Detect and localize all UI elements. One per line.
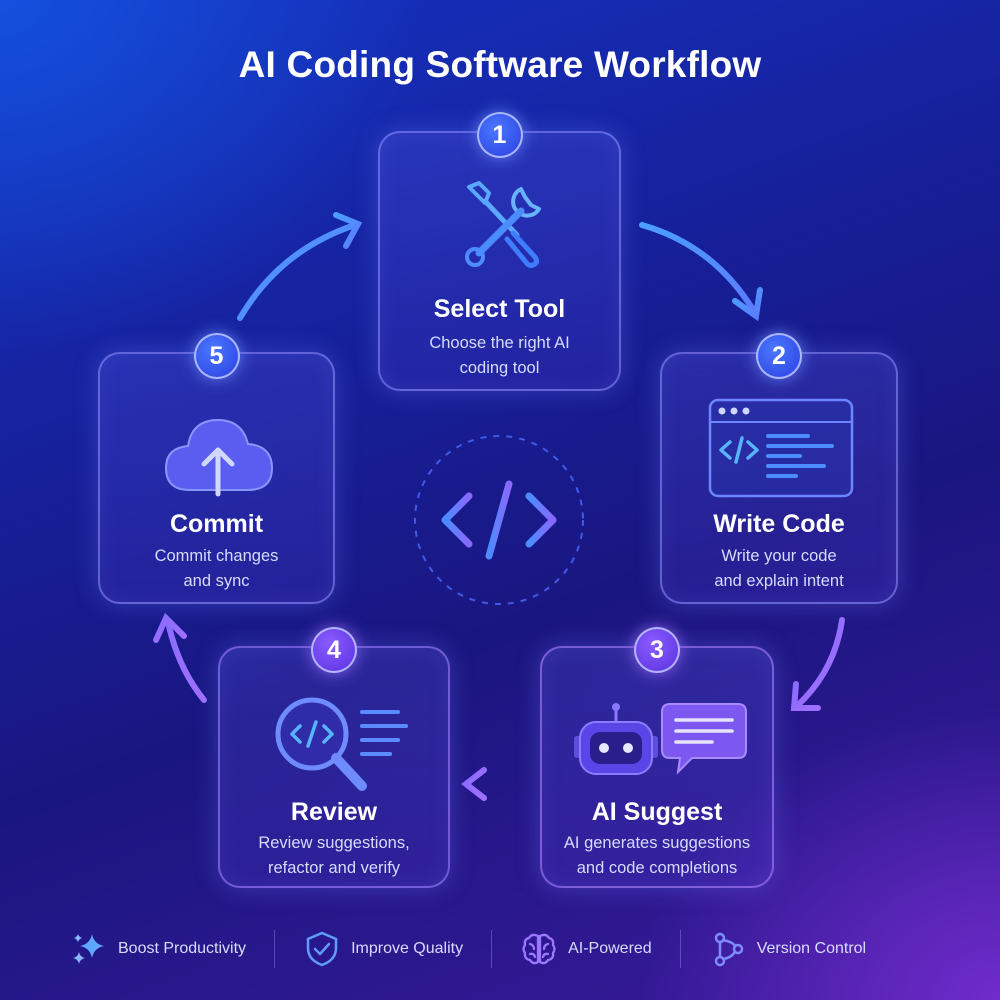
code-brackets-icon bbox=[414, 435, 584, 605]
divider bbox=[274, 930, 276, 968]
step-description-line-1: Commit changes bbox=[154, 547, 279, 565]
step-description-line-1: Write your code bbox=[721, 547, 837, 565]
step-description-line-1: Choose the right AI bbox=[429, 334, 570, 352]
arrow-5-to-1 bbox=[237, 212, 363, 321]
arrow-3-to-4 bbox=[461, 767, 531, 801]
step-number-badge: 2 bbox=[756, 333, 802, 379]
step-description-line-1: Review suggestions, bbox=[258, 834, 410, 852]
feature-label: Boost Productivity bbox=[118, 940, 247, 957]
step-card-commit[interactable]: 5 Commit Commit changes and sync bbox=[98, 333, 335, 604]
step-number-badge: 1 bbox=[476, 112, 523, 158]
step-description-line-2: and code completions bbox=[576, 859, 738, 877]
feature-improve-quality: Improve Quality bbox=[303, 922, 463, 976]
sparkles-icon bbox=[73, 934, 104, 964]
step-description-line-2: and sync bbox=[183, 572, 250, 590]
step-number-badge: 3 bbox=[634, 627, 680, 673]
cloud-upload-icon bbox=[164, 418, 274, 497]
feature-label: Version Control bbox=[756, 940, 867, 957]
step-description-line-2: refactor and verify bbox=[267, 859, 401, 877]
git-branch-icon bbox=[714, 932, 743, 967]
step-description-line-2: and explain intent bbox=[714, 572, 844, 590]
step-description-line-1: AI generates suggestions bbox=[563, 834, 751, 852]
step-card-review[interactable]: 4 Review Review suggestions, refactor an… bbox=[218, 627, 450, 888]
step-description-line-2: coding tool bbox=[459, 359, 540, 377]
step-card-select-tool[interactable]: 1 Select Tool Choose the right AI coding… bbox=[378, 112, 621, 391]
tools-icon bbox=[465, 181, 541, 268]
feature-label: Improve Quality bbox=[351, 940, 464, 957]
robot-chat-icon bbox=[574, 703, 747, 775]
arrow-2-to-3 bbox=[790, 617, 845, 711]
brain-icon bbox=[522, 933, 556, 965]
divider bbox=[491, 930, 493, 968]
step-number-badge: 4 bbox=[311, 627, 357, 673]
arrow-4-to-5 bbox=[153, 612, 207, 703]
step-title: Write Code bbox=[713, 510, 845, 538]
arrow-1-to-2 bbox=[639, 222, 763, 322]
step-card-ai-suggest[interactable]: 3 AI Suggest AI generates suggestions an… bbox=[540, 627, 774, 888]
page-title: AI Coding Software Workflow bbox=[238, 44, 762, 85]
feature-ai-powered: AI-Powered bbox=[520, 922, 652, 976]
code-editor-icon bbox=[708, 398, 854, 498]
step-title: AI Suggest bbox=[591, 798, 723, 826]
step-card-write-code[interactable]: 2 Write Code Write your code and explain… bbox=[660, 333, 898, 604]
feature-label: AI-Powered bbox=[568, 940, 652, 957]
step-title: Commit bbox=[169, 510, 264, 538]
step-number-badge: 5 bbox=[193, 333, 240, 379]
shield-check-icon bbox=[306, 931, 338, 967]
feature-version-control: Version Control bbox=[709, 922, 866, 976]
magnify-code-icon bbox=[275, 697, 408, 791]
divider bbox=[679, 930, 681, 968]
feature-boost-productivity: Boost Productivity bbox=[70, 922, 246, 976]
step-title: Review bbox=[290, 798, 378, 826]
step-title: Select Tool bbox=[433, 295, 566, 323]
feature-bar: Boost Productivity Improve Quality AI-Po… bbox=[70, 922, 950, 976]
